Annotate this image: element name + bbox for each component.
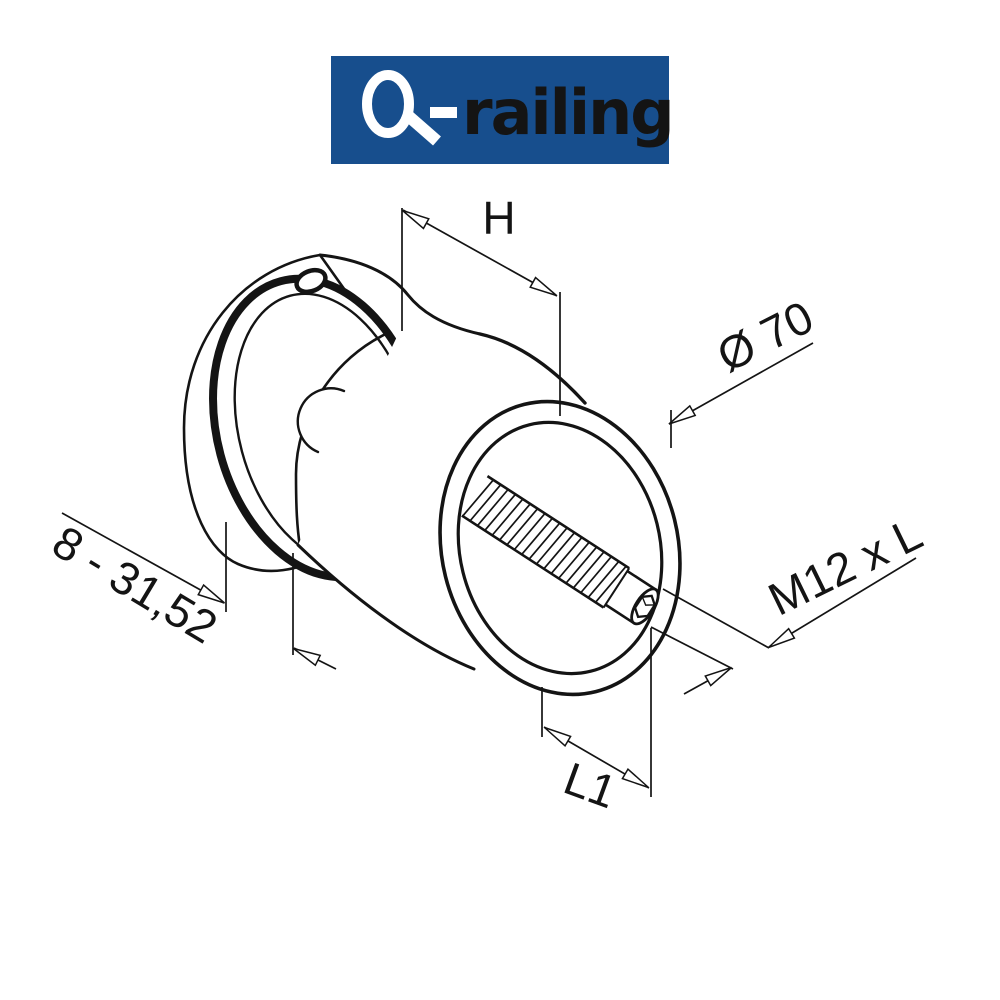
dimension-line — [768, 557, 917, 648]
hyphen-glyph — [430, 107, 457, 118]
boss-fill — [297, 388, 344, 452]
logo-text: railing — [462, 76, 673, 149]
dim-label-thread: M12 x L — [760, 507, 930, 625]
arrowhead — [398, 204, 430, 230]
q-ring — [362, 70, 414, 138]
arrowhead — [290, 642, 322, 667]
dimension-line — [61, 512, 225, 604]
dim-height-h — [398, 204, 561, 416]
arrowhead — [540, 721, 572, 747]
dimensions — [61, 204, 917, 797]
dim-length-l1 — [540, 628, 653, 797]
dim-glass-range — [61, 512, 337, 670]
locator-hole — [294, 267, 328, 295]
cylinder-top-silhouette — [318, 253, 482, 336]
part-threaded-stud — [461, 475, 660, 626]
dim-diameter-70 — [665, 342, 814, 448]
extension-line — [650, 626, 734, 670]
dim-label-height: H — [482, 192, 515, 244]
extension-line — [662, 588, 770, 649]
stud-tip-outline — [604, 570, 657, 625]
dim-thread-m12 — [650, 557, 917, 695]
dimension-line — [402, 209, 558, 297]
boss-arc — [296, 387, 346, 454]
dim-label-diameter: Ø 70 — [709, 290, 821, 382]
dim-label-length-l1: L1 — [557, 752, 623, 818]
arrowhead — [529, 276, 561, 302]
q-tail — [401, 108, 441, 146]
arrowhead — [764, 627, 796, 654]
stud-tip-step — [602, 567, 631, 609]
arrowhead — [704, 661, 736, 687]
hex-socket-icon — [633, 594, 656, 619]
cylinder-bottom-edge — [296, 543, 476, 671]
thread-crests — [462, 479, 627, 603]
q-glyph-icon — [362, 70, 441, 146]
dim-label-glass-range: 8 - 31,52 — [44, 515, 226, 653]
logo-banner: railing — [331, 56, 675, 164]
arrowhead — [621, 768, 653, 794]
cylinder-back-edge — [294, 330, 392, 549]
stud-tip-fill — [605, 571, 656, 624]
cylinder-top-edge — [478, 332, 587, 405]
